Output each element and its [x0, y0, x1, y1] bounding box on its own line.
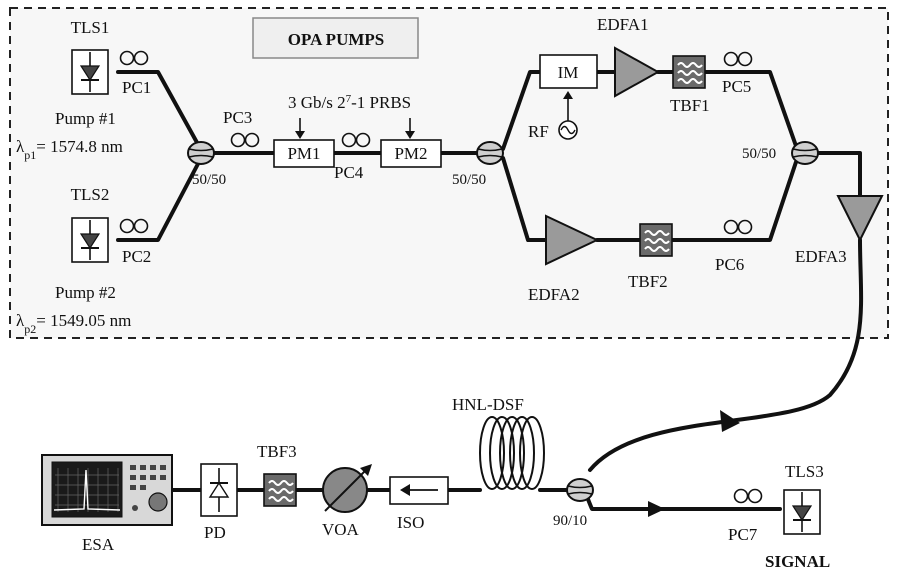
esa-label: ESA: [82, 535, 115, 554]
pc5-label: PC5: [722, 77, 751, 96]
hnl-dsf-label: HNL-DSF: [452, 395, 524, 414]
fiber-signal-to-coupler: [580, 484, 782, 511]
edfa1-label: EDFA1: [597, 15, 649, 34]
coupler3-label: 50/50: [742, 146, 776, 162]
edfa3-amplifier: [836, 195, 884, 243]
fiber-lower-out: [595, 160, 798, 242]
signal-label: SIGNAL: [765, 552, 830, 571]
tbf3-label: TBF3: [257, 442, 297, 461]
fiber-pump1: [116, 70, 202, 150]
tls1-label: TLS1: [71, 18, 110, 37]
tbf1-label: TBF1: [670, 96, 710, 115]
fiber-to-edfa3: [816, 151, 862, 198]
pump1-label: Pump #1: [55, 109, 116, 128]
tls3-laser: [783, 489, 821, 535]
coupler1: [187, 141, 215, 165]
im-box: [539, 54, 598, 89]
tls2-label: TLS2: [71, 185, 110, 204]
edfa1-amplifier: [614, 46, 661, 98]
iso-label: ISO: [397, 513, 424, 532]
tls2-laser: [71, 217, 109, 263]
arrow-signal-direction: [648, 501, 665, 517]
edfa2-label: EDFA2: [528, 285, 580, 304]
pump1-wavelength: λp1= 1574.8 nm: [16, 137, 123, 162]
pump2-wavelength: λp2= 1549.05 nm: [16, 311, 131, 336]
hnl-dsf-coil: [479, 416, 545, 490]
pc3-label: PC3: [223, 108, 252, 127]
fiber-pump2: [116, 158, 202, 242]
voa-label: VOA: [322, 520, 360, 539]
tls1-laser: [71, 49, 109, 95]
tbf2-label: TBF2: [628, 272, 668, 291]
opa-pumps-region: [9, 7, 889, 339]
coupler3: [791, 141, 819, 165]
coupler4-label: 90/10: [553, 513, 587, 529]
pd-label: PD: [204, 523, 226, 542]
pc6-label: PC6: [715, 255, 744, 274]
fiber-branch-lower: [501, 156, 548, 242]
esa-analyzer: [41, 454, 173, 526]
prbs-label: 3 Gb/s 27-1 PRBS: [288, 93, 411, 112]
photodiode: [200, 463, 238, 517]
tbf1-filter: [672, 55, 706, 89]
pm2-box: [380, 139, 442, 168]
fiber-pump-to-coupler: [588, 238, 864, 472]
pc2-label: PC2: [122, 247, 151, 266]
coupler2: [476, 141, 504, 165]
title-box: [252, 17, 419, 59]
isolator-arrow-icon: [400, 484, 410, 496]
pc1-label: PC1: [122, 78, 151, 97]
coupler1-label: 50/50: [192, 172, 226, 188]
pc7-label: PC7: [728, 525, 758, 544]
coupler2-label: 50/50: [452, 172, 486, 188]
edfa3-label: EDFA3: [795, 247, 847, 266]
tls3-label: TLS3: [785, 462, 824, 481]
title: OPA PUMPS: [288, 30, 384, 49]
pc7-loops: [733, 488, 763, 504]
pm1-label: PM1: [287, 144, 320, 163]
pm1-box: [273, 139, 335, 168]
coupler4: [566, 478, 594, 502]
tbf3-filter: [263, 473, 297, 507]
rf-label: RF: [528, 122, 549, 141]
edfa2-amplifier: [545, 214, 600, 266]
pm2-label: PM2: [394, 144, 427, 163]
fiber-upper-out: [656, 70, 798, 148]
arrow-pump-direction: [720, 410, 740, 432]
pump2-label: Pump #2: [55, 283, 116, 302]
im-label: IM: [558, 63, 579, 82]
pc4-label: PC4: [334, 163, 364, 182]
fiber-branch-upper: [501, 70, 617, 151]
tbf2-filter: [639, 223, 673, 257]
